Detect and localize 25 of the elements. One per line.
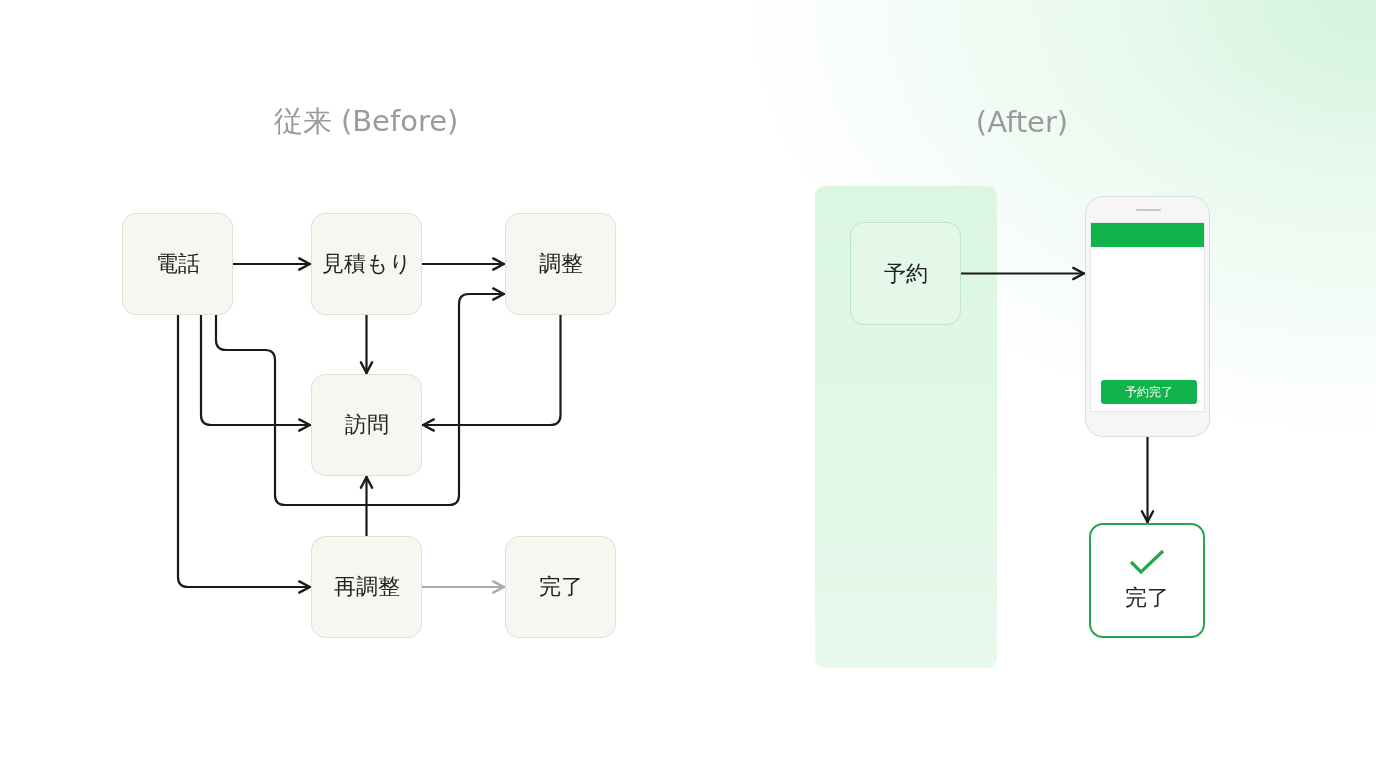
arrow xyxy=(961,266,1086,281)
arrow xyxy=(1140,437,1155,524)
process-box: 電話 xyxy=(122,213,233,315)
arrow xyxy=(233,257,312,271)
arrow xyxy=(422,580,506,594)
process-box: 調整 xyxy=(505,213,616,315)
process-box: 予約 xyxy=(850,222,961,325)
arrow xyxy=(359,315,374,375)
process-box: 見積もり xyxy=(311,213,422,315)
box-label: 完了 xyxy=(1125,583,1169,612)
process-box: 再調整 xyxy=(311,536,422,638)
section-heading: 従来 (Before) xyxy=(273,103,459,140)
phone-illustration xyxy=(1085,196,1210,437)
lane-panel xyxy=(815,186,997,668)
process-box: 訪問 xyxy=(311,374,422,476)
section-heading: (After) xyxy=(975,105,1069,139)
arrow xyxy=(422,257,506,271)
arrow xyxy=(359,475,374,536)
arrow xyxy=(199,315,312,432)
process-box xyxy=(1089,523,1205,638)
arrow xyxy=(176,315,312,594)
process-box: 完了 xyxy=(505,536,616,638)
arrow xyxy=(214,287,506,507)
confirm-button: 予約完了 xyxy=(1101,380,1197,404)
arrow xyxy=(421,315,562,432)
